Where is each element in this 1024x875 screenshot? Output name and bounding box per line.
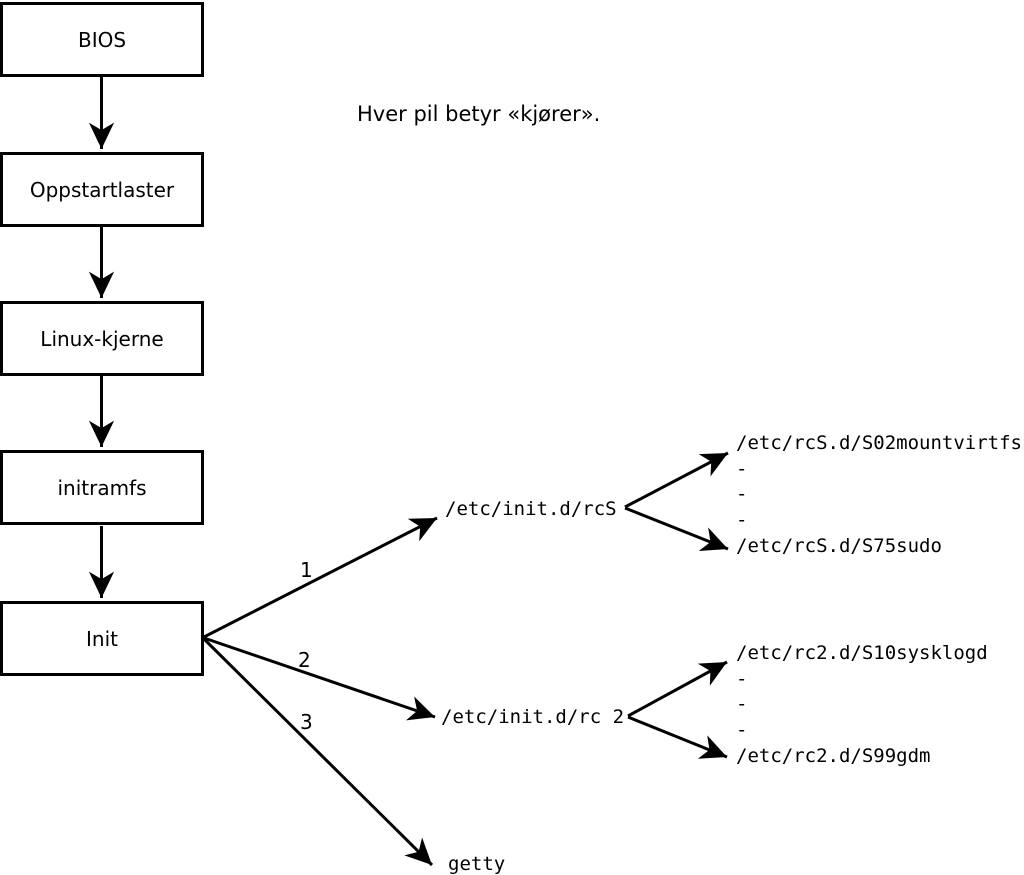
arrow-init-to-getty <box>202 637 434 867</box>
rcs-script-list: /etc/rcS.d/S02mountvirtfs - - - /etc/rcS… <box>736 431 1022 560</box>
arrow-label-1: 1 <box>300 558 313 582</box>
box-init-label: Init <box>86 626 118 651</box>
arrow-init-to-rcs <box>203 516 438 639</box>
arrow-label-3: 3 <box>300 710 313 734</box>
box-oppstartlaster-label: Oppstartlaster <box>29 177 175 202</box>
rc2-script-item: - <box>736 693 748 716</box>
arrow-rc2-to-s99gdm <box>627 715 728 759</box>
box-initramfs-label: initramfs <box>57 475 147 500</box>
box-init: Init <box>0 601 204 676</box>
diagram-note: Hver pil betyr «kjører». <box>357 102 601 126</box>
box-bios-label: BIOS <box>77 27 127 52</box>
rc2-script-list: /etc/rc2.d/S10sysklogd - - - /etc/rc2.d/… <box>736 641 988 770</box>
node-init-d-rcs: /etc/init.d/rcS <box>445 498 617 520</box>
rcs-script-item: /etc/rcS.d/S75sudo <box>736 534 942 557</box>
arrow-label-2: 2 <box>298 648 311 672</box>
box-bios: BIOS <box>0 2 204 77</box>
box-initramfs: initramfs <box>0 450 204 525</box>
rc2-script-item: /etc/rc2.d/S10sysklogd <box>736 642 988 664</box>
arrow-rcs-to-s02mountvirtfs <box>624 451 729 509</box>
arrow-init-to-rc2 <box>203 636 436 721</box>
box-linux-kjerne: Linux-kjerne <box>0 301 204 376</box>
rc2-script-item: /etc/rc2.d/S99gdm <box>736 744 931 767</box>
rcs-script-item: - <box>736 483 748 506</box>
arrow-rcs-to-s75sudo <box>624 506 729 551</box>
rcs-script-item: - <box>736 509 748 532</box>
node-getty: getty <box>448 853 506 875</box>
box-oppstartlaster: Oppstartlaster <box>0 152 204 227</box>
rcs-script-item: /etc/rcS.d/S02mountvirtfs <box>736 432 1022 454</box>
rc2-script-item: - <box>736 667 748 690</box>
box-linux-kjerne-label: Linux-kjerne <box>40 326 164 351</box>
rc2-script-item: - <box>736 719 748 742</box>
rcs-script-item: - <box>736 457 748 480</box>
node-init-d-rc2: /etc/init.d/rc 2 <box>441 706 625 728</box>
arrow-rc2-to-s10sysklogd <box>627 660 728 718</box>
